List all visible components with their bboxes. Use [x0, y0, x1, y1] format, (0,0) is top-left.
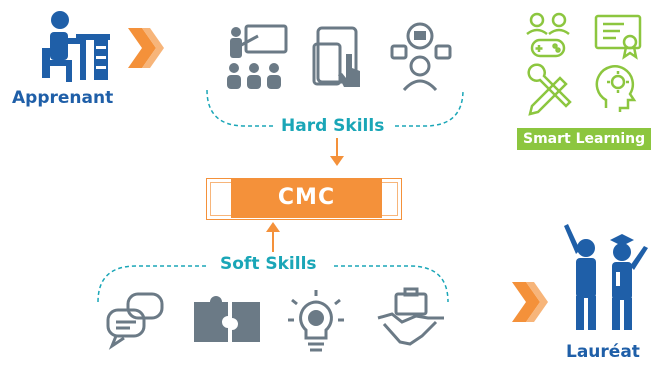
graduates-icon [564, 224, 648, 330]
user-apps-icon [390, 22, 452, 92]
head-gear-icon [595, 65, 637, 112]
learner-label: Apprenant [12, 88, 114, 108]
lightbulb-brain-icon [288, 290, 344, 352]
hard-skills-bracket [206, 89, 464, 127]
soft-skills-bracket [97, 265, 449, 303]
learner-group: Apprenant [12, 8, 132, 108]
users-gamepad-icon [526, 12, 570, 58]
graduate-label: Lauréat [566, 342, 640, 362]
hard-skills-label: Hard Skills [275, 116, 391, 136]
arrow-down-icon [330, 138, 344, 166]
arrow-up-icon [266, 222, 280, 252]
chevron-right-icon [128, 28, 164, 68]
tablet-touch-icon [312, 26, 360, 87]
smart-learning-badge: Smart Learning [517, 128, 651, 150]
teacher-classroom-icon [227, 24, 288, 89]
tools-pencil-icon [527, 63, 572, 116]
puzzle-icon [194, 296, 260, 342]
student-at-desk-icon [42, 11, 110, 82]
chevron-right-icon [512, 282, 548, 322]
cmc-box: CMC [231, 178, 382, 218]
handshake-briefcase-icon [377, 287, 444, 346]
soft-skills-label: Soft Skills [214, 254, 323, 274]
chat-bubbles-icon [106, 292, 164, 350]
certificate-icon [594, 14, 642, 60]
